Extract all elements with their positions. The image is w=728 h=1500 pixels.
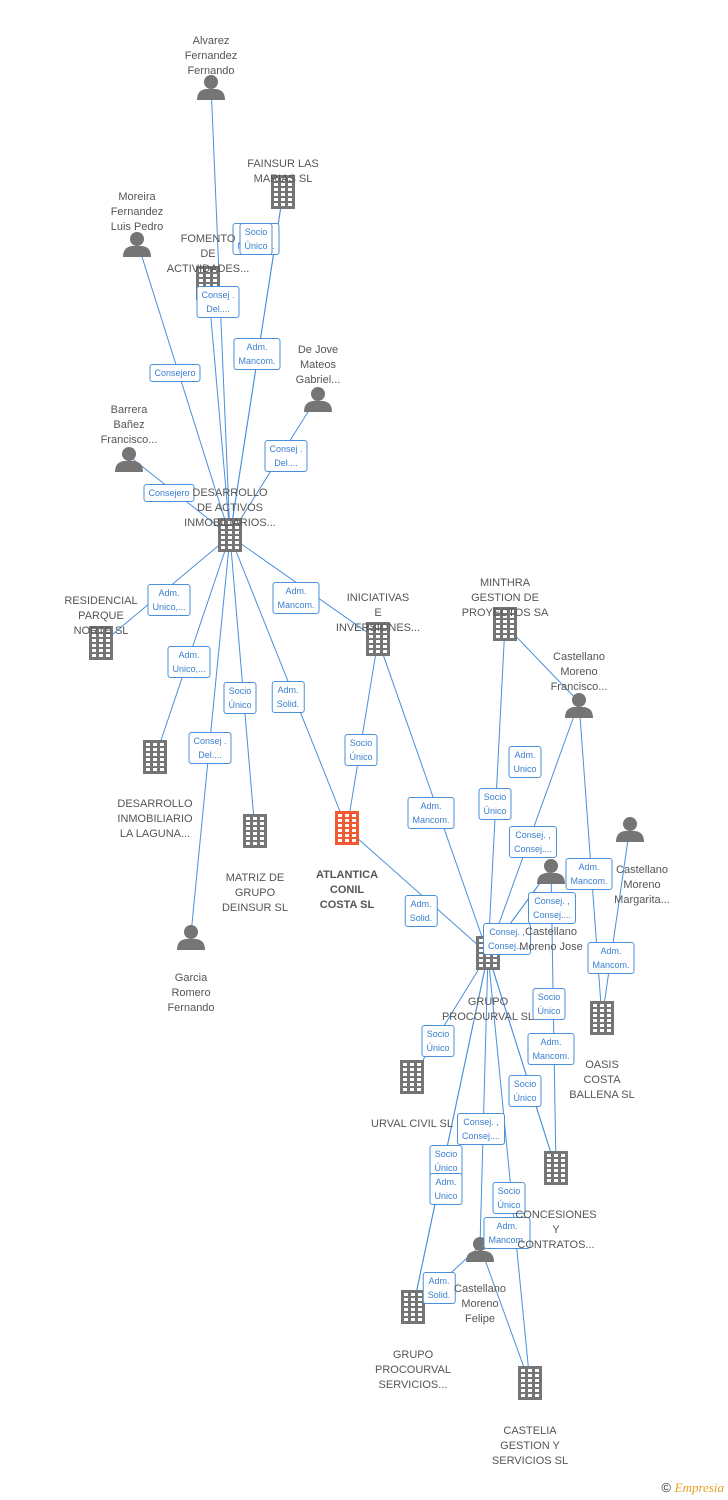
edge-line	[487, 953, 558, 1170]
edge-label[interactable]: Socio Único	[532, 988, 566, 1020]
company-icon[interactable]	[400, 1060, 424, 1094]
node-label[interactable]: GRUPO PROCOURVAL SERVICIOS...	[374, 1349, 452, 1391]
edge-label[interactable]: Adm. Solid.	[271, 681, 305, 713]
edge-label[interactable]: Socio Único	[478, 788, 512, 820]
edge-label[interactable]: Socio Único	[492, 1182, 526, 1214]
edge-line	[479, 953, 492, 1247]
person-icon[interactable]	[177, 925, 205, 950]
edge-label[interactable]: Adm. Unico	[508, 746, 542, 778]
node-label[interactable]: FAINSUR LAS MARIAS SL	[247, 158, 319, 185]
edge-label[interactable]: Consejero	[143, 484, 195, 502]
edge-label[interactable]: Consej. , Consej....	[482, 923, 532, 955]
node-label[interactable]: MATRIZ DE GRUPO DEINSUR SL	[221, 872, 289, 914]
node-label[interactable]: ATLANTICA CONIL COSTA SL	[315, 869, 379, 911]
node-label[interactable]: Castellano Moreno Felipe	[454, 1283, 506, 1325]
edge-label[interactable]: Consej . Del....	[264, 440, 308, 472]
edge-line	[411, 953, 489, 1079]
person-icon[interactable]	[616, 817, 644, 842]
edge-label[interactable]: Socio Único	[344, 734, 378, 766]
company-icon[interactable]	[493, 607, 517, 641]
company-icon[interactable]	[401, 1290, 425, 1324]
node-label[interactable]: Castellano Moreno Francisco...	[550, 651, 608, 693]
node-label[interactable]: OASIS COSTA BALLENA SL	[569, 1059, 635, 1101]
node-label[interactable]: GRUPO PROCOURVAL SL	[441, 996, 535, 1023]
person-icon[interactable]	[304, 387, 332, 412]
edge-label[interactable]: Adm. Unico	[429, 1173, 463, 1205]
footer: © Empresia	[661, 1480, 724, 1496]
node-label[interactable]: Alvarez Fernandez Fernando	[184, 35, 238, 77]
company-icon[interactable]	[218, 518, 242, 552]
edge-label[interactable]: Consej. , Consej....	[456, 1113, 506, 1145]
edge-line	[410, 953, 489, 1309]
company-icon[interactable]	[590, 1001, 614, 1035]
edge-label[interactable]: Adm. Solid.	[422, 1272, 456, 1304]
edge-label[interactable]: Adm. Mancom.	[587, 942, 635, 974]
edge-label[interactable]: Consej . Del....	[196, 286, 240, 318]
node-label[interactable]: Garcia Romero Fernando	[167, 972, 215, 1014]
node-label[interactable]: De Jove Mateos Gabriel...	[295, 344, 341, 386]
edge-label[interactable]: Adm. Mancom.	[565, 858, 613, 890]
node-label[interactable]: CASTELIA GESTION Y SERVICIOS SL	[491, 1425, 569, 1467]
edge-label[interactable]: Consejero	[149, 364, 201, 382]
company-icon[interactable]	[518, 1366, 542, 1400]
edge-line	[207, 283, 233, 537]
person-icon[interactable]	[565, 693, 593, 718]
company-icon[interactable]	[89, 626, 113, 660]
edge-label[interactable]: Adm. Mancom.	[233, 338, 281, 370]
edge-label[interactable]: Adm. Mancom.	[483, 1217, 531, 1249]
node-label[interactable]: CONCESIONES Y CONTRATOS...	[515, 1209, 597, 1251]
edge-line	[504, 624, 580, 703]
edge-label[interactable]: Socio Único	[223, 682, 257, 714]
edge-label[interactable]: Adm. Solid.	[404, 895, 438, 927]
company-icon[interactable]	[243, 814, 267, 848]
node-label[interactable]: Castellano Moreno Margarita...	[614, 864, 670, 906]
node-label[interactable]: FOMENTO DE ACTIVIDADES...	[166, 233, 250, 275]
node-label[interactable]: Moreira Fernandez Luis Pedro	[110, 191, 164, 233]
edge-line	[479, 1245, 532, 1385]
node-label[interactable]: INICIATIVAS E INVERSIONES...	[335, 592, 421, 634]
company-icon[interactable]	[143, 740, 167, 774]
edge-line	[136, 240, 232, 537]
edge-label[interactable]: Adm. Mancom.	[272, 582, 320, 614]
person-icon[interactable]	[537, 859, 565, 884]
copyright-symbol: ©	[661, 1480, 672, 1495]
node-label[interactable]: URVAL CIVIL SL	[371, 1118, 453, 1130]
node-label[interactable]: Barrera Bañez Francisco...	[100, 404, 158, 446]
edge-line	[346, 828, 489, 955]
company-icon[interactable]	[271, 175, 295, 209]
edge-label[interactable]: Consej. , Consej....	[508, 826, 558, 858]
edge-line	[487, 953, 533, 1385]
edge-label[interactable]: Adm. Unico,...	[167, 646, 211, 678]
edge-label[interactable]: Socio Único	[508, 1075, 542, 1107]
edge-label[interactable]: Consej . Del....	[188, 732, 232, 764]
brand-logo: Empresia	[674, 1480, 724, 1495]
node-label[interactable]: DESARROLLO DE ACTIVOS INMOBILIARIOS...	[184, 487, 276, 529]
edge-label[interactable]: Adm. Mancom.	[527, 1033, 575, 1065]
edge-label[interactable]: Socio Único	[239, 223, 273, 255]
company-icon[interactable]	[335, 811, 359, 845]
node-label[interactable]: RESIDENCIAL PARQUE NORTE SL	[64, 595, 138, 637]
node-label[interactable]: DESARROLLO INMOBILIARIO LA LAGUNA...	[117, 798, 193, 840]
node-label[interactable]: Castellano Moreno Jose	[519, 926, 583, 953]
person-icon[interactable]	[197, 75, 225, 100]
edge-line	[599, 825, 631, 1020]
edge-label[interactable]: Adm. Mancom.	[407, 797, 455, 829]
person-icon[interactable]	[123, 232, 151, 257]
company-icon[interactable]	[544, 1151, 568, 1185]
edge-label[interactable]: Consej. , Consej....	[527, 892, 577, 924]
person-icon[interactable]	[115, 447, 143, 472]
edge-label[interactable]: Socio Único	[421, 1025, 455, 1057]
edge-label[interactable]: Adm. Unico,...	[147, 584, 191, 616]
company-icon[interactable]	[366, 622, 390, 656]
node-label[interactable]: MINTHRA GESTION DE PROYECTOS SA	[461, 577, 549, 619]
